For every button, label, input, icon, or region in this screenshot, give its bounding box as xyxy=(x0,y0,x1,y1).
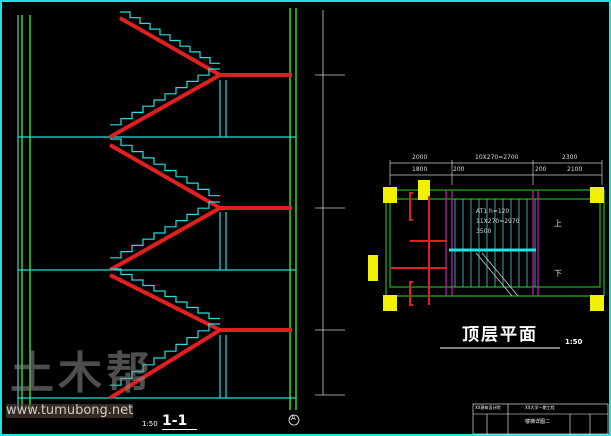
tb-drawing: 楼梯详图二 xyxy=(525,419,551,425)
stair-steps xyxy=(120,11,220,64)
up-label: 上 xyxy=(554,219,562,228)
watermark-logo: 土木帮 xyxy=(10,348,154,399)
stair-steps xyxy=(110,68,220,126)
dim-sub-3: 200 xyxy=(535,166,547,173)
plan-view xyxy=(368,160,605,349)
stair-steps xyxy=(110,201,220,259)
title-block-frame xyxy=(472,403,609,435)
section-floor-lines xyxy=(17,15,296,410)
stair-slab xyxy=(109,206,221,272)
stair-slab xyxy=(109,143,221,210)
stair-slab xyxy=(109,73,221,139)
axis-label: A xyxy=(291,414,296,422)
dim-sub-2: 200 xyxy=(453,166,465,173)
stair-label: AT1 h=120 xyxy=(476,208,510,215)
stair-steps: 11X270=2970 xyxy=(476,218,520,225)
stair-slab xyxy=(109,273,221,332)
tb-project: XX大学一期工程 xyxy=(525,405,555,410)
stair-steps xyxy=(110,138,220,197)
plan-title: 顶层平面 xyxy=(462,325,538,345)
dim-left: 2000 xyxy=(412,154,428,161)
stair-steps xyxy=(110,323,220,386)
dim-sub-4: 2100 xyxy=(567,166,583,173)
section-title: 1-1 xyxy=(162,413,198,431)
stair-slab xyxy=(119,16,221,77)
axis-bubble xyxy=(288,414,300,426)
elevation-axis xyxy=(315,10,345,396)
down-label: 下 xyxy=(554,269,562,278)
stair-slab xyxy=(108,328,222,400)
plan-scale: 1:50 xyxy=(565,338,583,346)
dim-sub-1: 1800 xyxy=(412,166,428,173)
stair-steps xyxy=(110,268,220,320)
section-scale: 1:50 xyxy=(142,420,158,428)
watermark-url: www.tumubong.net xyxy=(6,403,134,419)
stair-flights xyxy=(108,11,292,400)
dim-middle: 10X270=2700 xyxy=(475,154,519,161)
tb-company: XX建筑设计院 xyxy=(475,405,501,410)
stair-width: 3500 xyxy=(476,228,492,235)
dim-right: 2300 xyxy=(562,154,578,161)
